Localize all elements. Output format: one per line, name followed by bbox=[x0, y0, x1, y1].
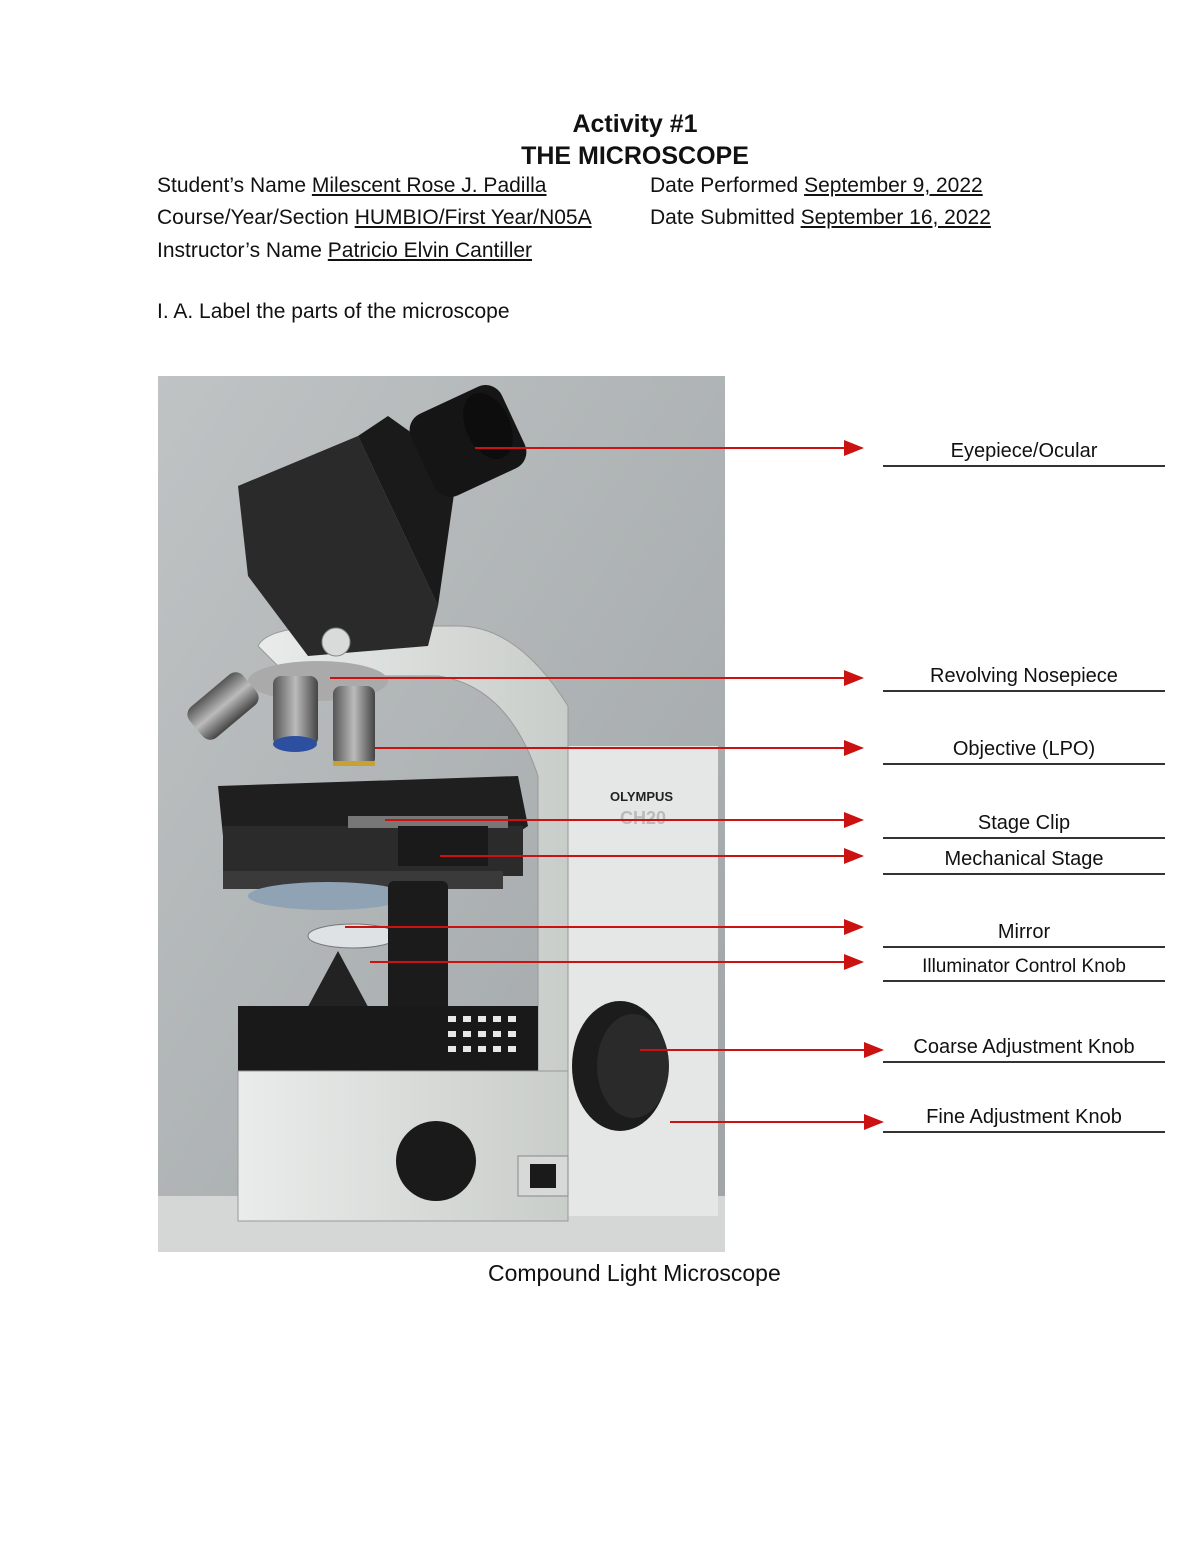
label-illuminator-control-knob: Illuminator Control Knob bbox=[883, 956, 1165, 982]
label-eyepiece: Eyepiece/Ocular bbox=[883, 440, 1165, 467]
label-mirror: Mirror bbox=[883, 921, 1165, 948]
course-label: Course/Year/Section bbox=[157, 206, 349, 229]
figure-caption: Compound Light Microscope bbox=[488, 1260, 781, 1286]
brand-text: OLYMPUS bbox=[610, 789, 673, 804]
course-value[interactable]: HUMBIO/First Year/N05A bbox=[354, 206, 592, 229]
date-performed-label: Date Performed bbox=[650, 174, 799, 197]
section-heading: I. A. Label the parts of the microscope bbox=[157, 300, 510, 323]
label-stage-clip: Stage Clip bbox=[883, 812, 1165, 839]
instructor-label: Instructor’s Name bbox=[157, 239, 322, 262]
label-mechanical-stage: Mechanical Stage bbox=[883, 848, 1165, 875]
instructor-value[interactable]: Patricio Elvin Cantiller bbox=[327, 239, 533, 262]
instructor-row: Instructor’s Name Patricio Elvin Cantill… bbox=[157, 239, 532, 263]
date-submitted-value[interactable]: September 16, 2022 bbox=[800, 206, 991, 229]
date-performed-value[interactable]: September 9, 2022 bbox=[804, 174, 983, 197]
microscope-photo: OLYMPUS CH20 bbox=[158, 376, 725, 1252]
activity-number: Activity #1 bbox=[572, 110, 698, 138]
model-text: CH20 bbox=[620, 808, 666, 828]
label-objective: Objective (LPO) bbox=[883, 738, 1165, 765]
student-name-label: Student’s Name bbox=[157, 174, 307, 197]
label-coarse-adjustment-knob: Coarse Adjustment Knob bbox=[883, 1036, 1165, 1063]
date-submitted-label: Date Submitted bbox=[650, 206, 795, 229]
label-revolving-nosepiece: Revolving Nosepiece bbox=[883, 665, 1165, 692]
label-fine-adjustment-knob: Fine Adjustment Knob bbox=[883, 1106, 1165, 1133]
student-name-value[interactable]: Milescent Rose J. Padilla bbox=[311, 174, 547, 197]
course-row: Course/Year/Section HUMBIO/First Year/N0… bbox=[157, 206, 592, 230]
date-submitted-row: Date Submitted September 16, 2022 bbox=[650, 206, 991, 230]
page-title: THE MICROSCOPE bbox=[521, 142, 749, 170]
date-performed-row: Date Performed September 9, 2022 bbox=[650, 174, 983, 198]
student-name-row: Student’s Name Milescent Rose J. Padilla bbox=[157, 174, 546, 198]
